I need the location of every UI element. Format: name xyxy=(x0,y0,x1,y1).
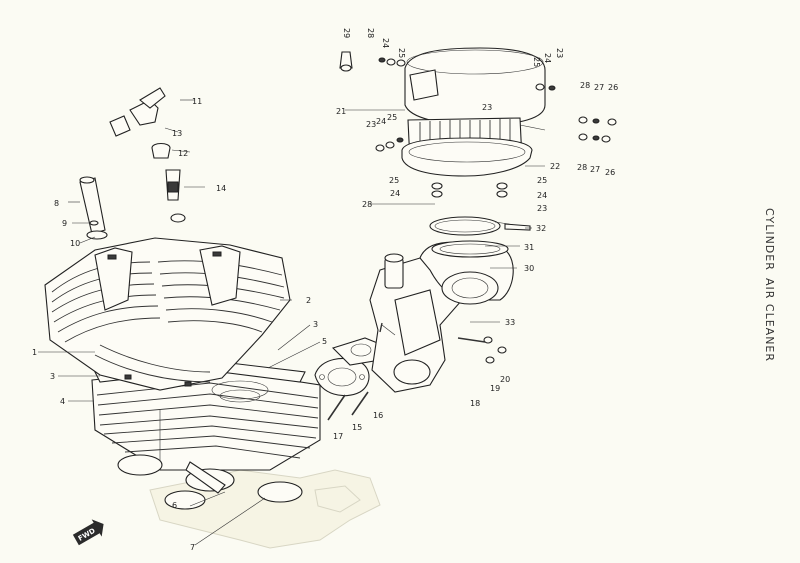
callout-c28b: 28 xyxy=(577,163,587,172)
callout-c24c: 24 xyxy=(376,117,386,126)
callout-c30: 30 xyxy=(524,264,534,273)
callout-c28c: 28 xyxy=(366,28,375,38)
callout-c2: 2 xyxy=(306,296,311,305)
section-title-cylinder: CYLINDER xyxy=(763,208,776,271)
callout-c24e: 24 xyxy=(537,191,547,200)
section-title-air-cleaner: AIR CLEANER xyxy=(763,278,776,362)
callout-c28d: 28 xyxy=(362,200,372,209)
callout-c7: 7 xyxy=(190,543,195,552)
cylinder-head xyxy=(44,237,291,391)
fasteners xyxy=(339,51,617,364)
cylinder-block xyxy=(91,367,321,510)
spark-plug-parts xyxy=(79,87,186,240)
hose-clamp xyxy=(429,216,531,236)
callout-c22: 22 xyxy=(550,162,560,171)
callout-c10: 10 xyxy=(70,239,80,248)
callout-c25c: 25 xyxy=(387,113,397,122)
callout-c3b: 3 xyxy=(313,320,318,329)
callout-c24b: 24 xyxy=(543,53,552,63)
callout-c23d: 23 xyxy=(482,103,492,112)
callout-c23a: 23 xyxy=(555,48,564,58)
callout-c15: 15 xyxy=(352,423,362,432)
callout-c13: 13 xyxy=(172,129,182,138)
air-cleaner xyxy=(401,47,546,177)
callout-c14: 14 xyxy=(216,184,226,193)
callouts: 1233456789101112131415161718192021222323… xyxy=(32,28,618,552)
callout-c19: 19 xyxy=(490,384,500,393)
carburetor xyxy=(369,253,471,393)
callout-c18: 18 xyxy=(470,399,480,408)
callout-c27a: 27 xyxy=(594,83,604,92)
callout-c17: 17 xyxy=(333,432,343,441)
callout-c27b: 27 xyxy=(590,165,600,174)
callout-c23b: 23 xyxy=(366,120,376,129)
callout-c6: 6 xyxy=(172,501,177,510)
callout-c26b: 26 xyxy=(605,168,615,177)
callout-c20: 20 xyxy=(500,375,510,384)
callout-c31: 31 xyxy=(524,243,534,252)
callout-c1: 1 xyxy=(32,348,37,357)
callout-c9: 9 xyxy=(62,219,67,228)
callout-c23c: 23 xyxy=(537,204,547,213)
callout-c5: 5 xyxy=(322,337,327,346)
callout-c11: 11 xyxy=(192,97,202,106)
side-title: CYLINDER AIR CLEANER xyxy=(763,208,776,362)
callout-c25d: 25 xyxy=(389,176,399,185)
callout-c28a: 28 xyxy=(580,81,590,90)
callout-c3a: 3 xyxy=(50,372,55,381)
callout-c26a: 26 xyxy=(608,83,618,92)
front-direction-marker: FWD xyxy=(72,519,104,546)
callout-c24d: 24 xyxy=(390,189,400,198)
callout-c25a: 25 xyxy=(397,48,406,58)
callout-c32: 32 xyxy=(536,224,546,233)
callout-c8: 8 xyxy=(54,199,59,208)
leader-lines xyxy=(38,99,546,546)
callout-c4: 4 xyxy=(60,397,65,406)
callout-c16: 16 xyxy=(373,411,383,420)
callout-c21: 21 xyxy=(336,107,346,116)
callout-c24a: 24 xyxy=(381,38,390,48)
callout-c12: 12 xyxy=(178,149,188,158)
callout-c25b: 25 xyxy=(532,57,541,67)
air-intake-elbow xyxy=(419,240,514,305)
callout-c25e: 25 xyxy=(537,176,547,185)
studs xyxy=(327,391,369,421)
callout-c33: 33 xyxy=(505,318,515,327)
callout-c29: 29 xyxy=(342,28,351,38)
